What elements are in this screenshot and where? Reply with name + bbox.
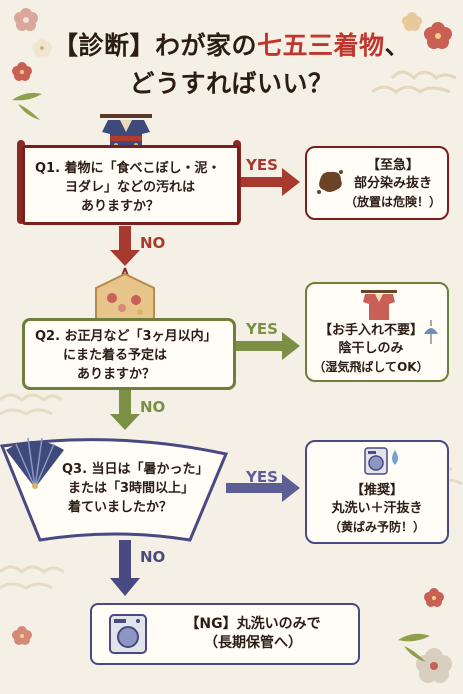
question-1-line2: ヨダレ」などの汚れは: [65, 180, 196, 195]
final-ng-box: 【NG】丸洗いのみで （長期保管へ）: [90, 603, 360, 665]
plum-flower-icon: [424, 588, 444, 607]
question-3-fan-shape: [0, 438, 229, 542]
cloud-decoration-icon: [0, 393, 63, 416]
ema-plaque-icon: [95, 267, 155, 321]
no-arrow-3: [110, 540, 140, 596]
plum-flower-icon: [424, 22, 452, 49]
stain-icon: [317, 170, 343, 194]
question-1-line3: ありますか？: [81, 199, 160, 214]
washing-machine-icon: [109, 614, 147, 654]
plum-flower-icon: [12, 62, 32, 81]
result-2-box: 【お手入れ不要】 陰干しのみ （湿気飛ばしてOK）: [305, 282, 449, 382]
question-1-box: Q1. 着物に「食べこぼし・泥・ ヨダレ」などの汚れは ありますか？: [22, 145, 240, 225]
no-label-1: NO: [140, 234, 166, 252]
bamboo-leaf-icon: [12, 92, 42, 120]
result-1-line3: （放置は危険！）: [344, 195, 441, 209]
question-3-line2: または「3時間以上」: [68, 481, 195, 496]
hanging-kimono-icon: [361, 290, 397, 320]
question-2-line2: にまた着る予定は: [63, 348, 168, 363]
result-2-line1: 【お手入れ不要】: [318, 323, 423, 338]
result-2-line2: 陰干しのみ: [338, 341, 404, 356]
yes-arrow-3: [226, 474, 300, 502]
result-3-line3: （黄ばみ予防！）: [328, 520, 425, 534]
yes-label-1: YES: [246, 156, 278, 174]
result-1-line2: 部分染み抜き: [353, 176, 432, 191]
kimono-icon: [100, 114, 152, 150]
no-arrow-2: [110, 390, 140, 430]
washing-machine-icon: [364, 447, 388, 475]
cloud-decoration-icon: [371, 70, 457, 94]
plum-flower-icon: [12, 626, 32, 645]
result-1-box: 【至急】 部分染み抜き （放置は危険！）: [305, 146, 449, 220]
result-3-line2: 丸洗い＋汗抜き: [331, 501, 423, 516]
folding-fan-icon: [6, 437, 64, 489]
plum-flower-icon: [402, 12, 422, 31]
title-accent: 七五三着物: [256, 31, 385, 60]
question-2-line3: ありますか？: [77, 367, 156, 382]
yes-label-3: YES: [246, 468, 278, 486]
page-title-line1: 【診断】わが家の七五三着物、: [52, 31, 411, 60]
plum-flower-icon: [14, 8, 38, 31]
no-arrow-1: [110, 226, 140, 266]
yes-arrow-2: [236, 332, 300, 360]
yes-arrow-1: [238, 168, 300, 196]
question-2-box: Q2. お正月など「3ヶ月以内」 にまた着る予定は ありますか？: [22, 318, 236, 390]
final-line2: （長期保管へ）: [204, 635, 302, 651]
plum-flower-icon: [32, 38, 52, 57]
wind-chime-icon: [424, 320, 438, 344]
result-3-line1: 【推奨】: [350, 483, 403, 498]
no-label-3: NO: [140, 548, 166, 566]
question-3-text: Q3. 当日は「暑かった」 または「3時間以上」 着ていましたか？: [62, 460, 212, 517]
bamboo-leaf-icon: [398, 633, 430, 662]
no-label-2: NO: [140, 398, 166, 416]
result-1-line1: 【至急】: [366, 158, 419, 173]
scroll-roller-left: [17, 140, 25, 224]
page-title-line2: どうすればいい？: [129, 69, 334, 98]
cloud-decoration-icon: [0, 565, 65, 590]
yes-label-2: YES: [246, 320, 278, 338]
result-3-box: 【推奨】 丸洗い＋汗抜き （黄ばみ予防！）: [305, 440, 449, 544]
water-drop-icon: [392, 450, 398, 465]
question-2-line1: Q2. お正月など「3ヶ月以内」: [35, 329, 217, 344]
result-2-line3: （湿気飛ばしてOK）: [313, 360, 429, 374]
final-line1: 【NG】丸洗いのみで: [185, 616, 321, 632]
question-1-line1: Q1. 着物に「食べこぼし・泥・: [35, 161, 221, 176]
question-3-line1: Q3. 当日は「暑かった」: [62, 462, 209, 477]
question-3-line3: 着ていましたか？: [68, 500, 173, 515]
